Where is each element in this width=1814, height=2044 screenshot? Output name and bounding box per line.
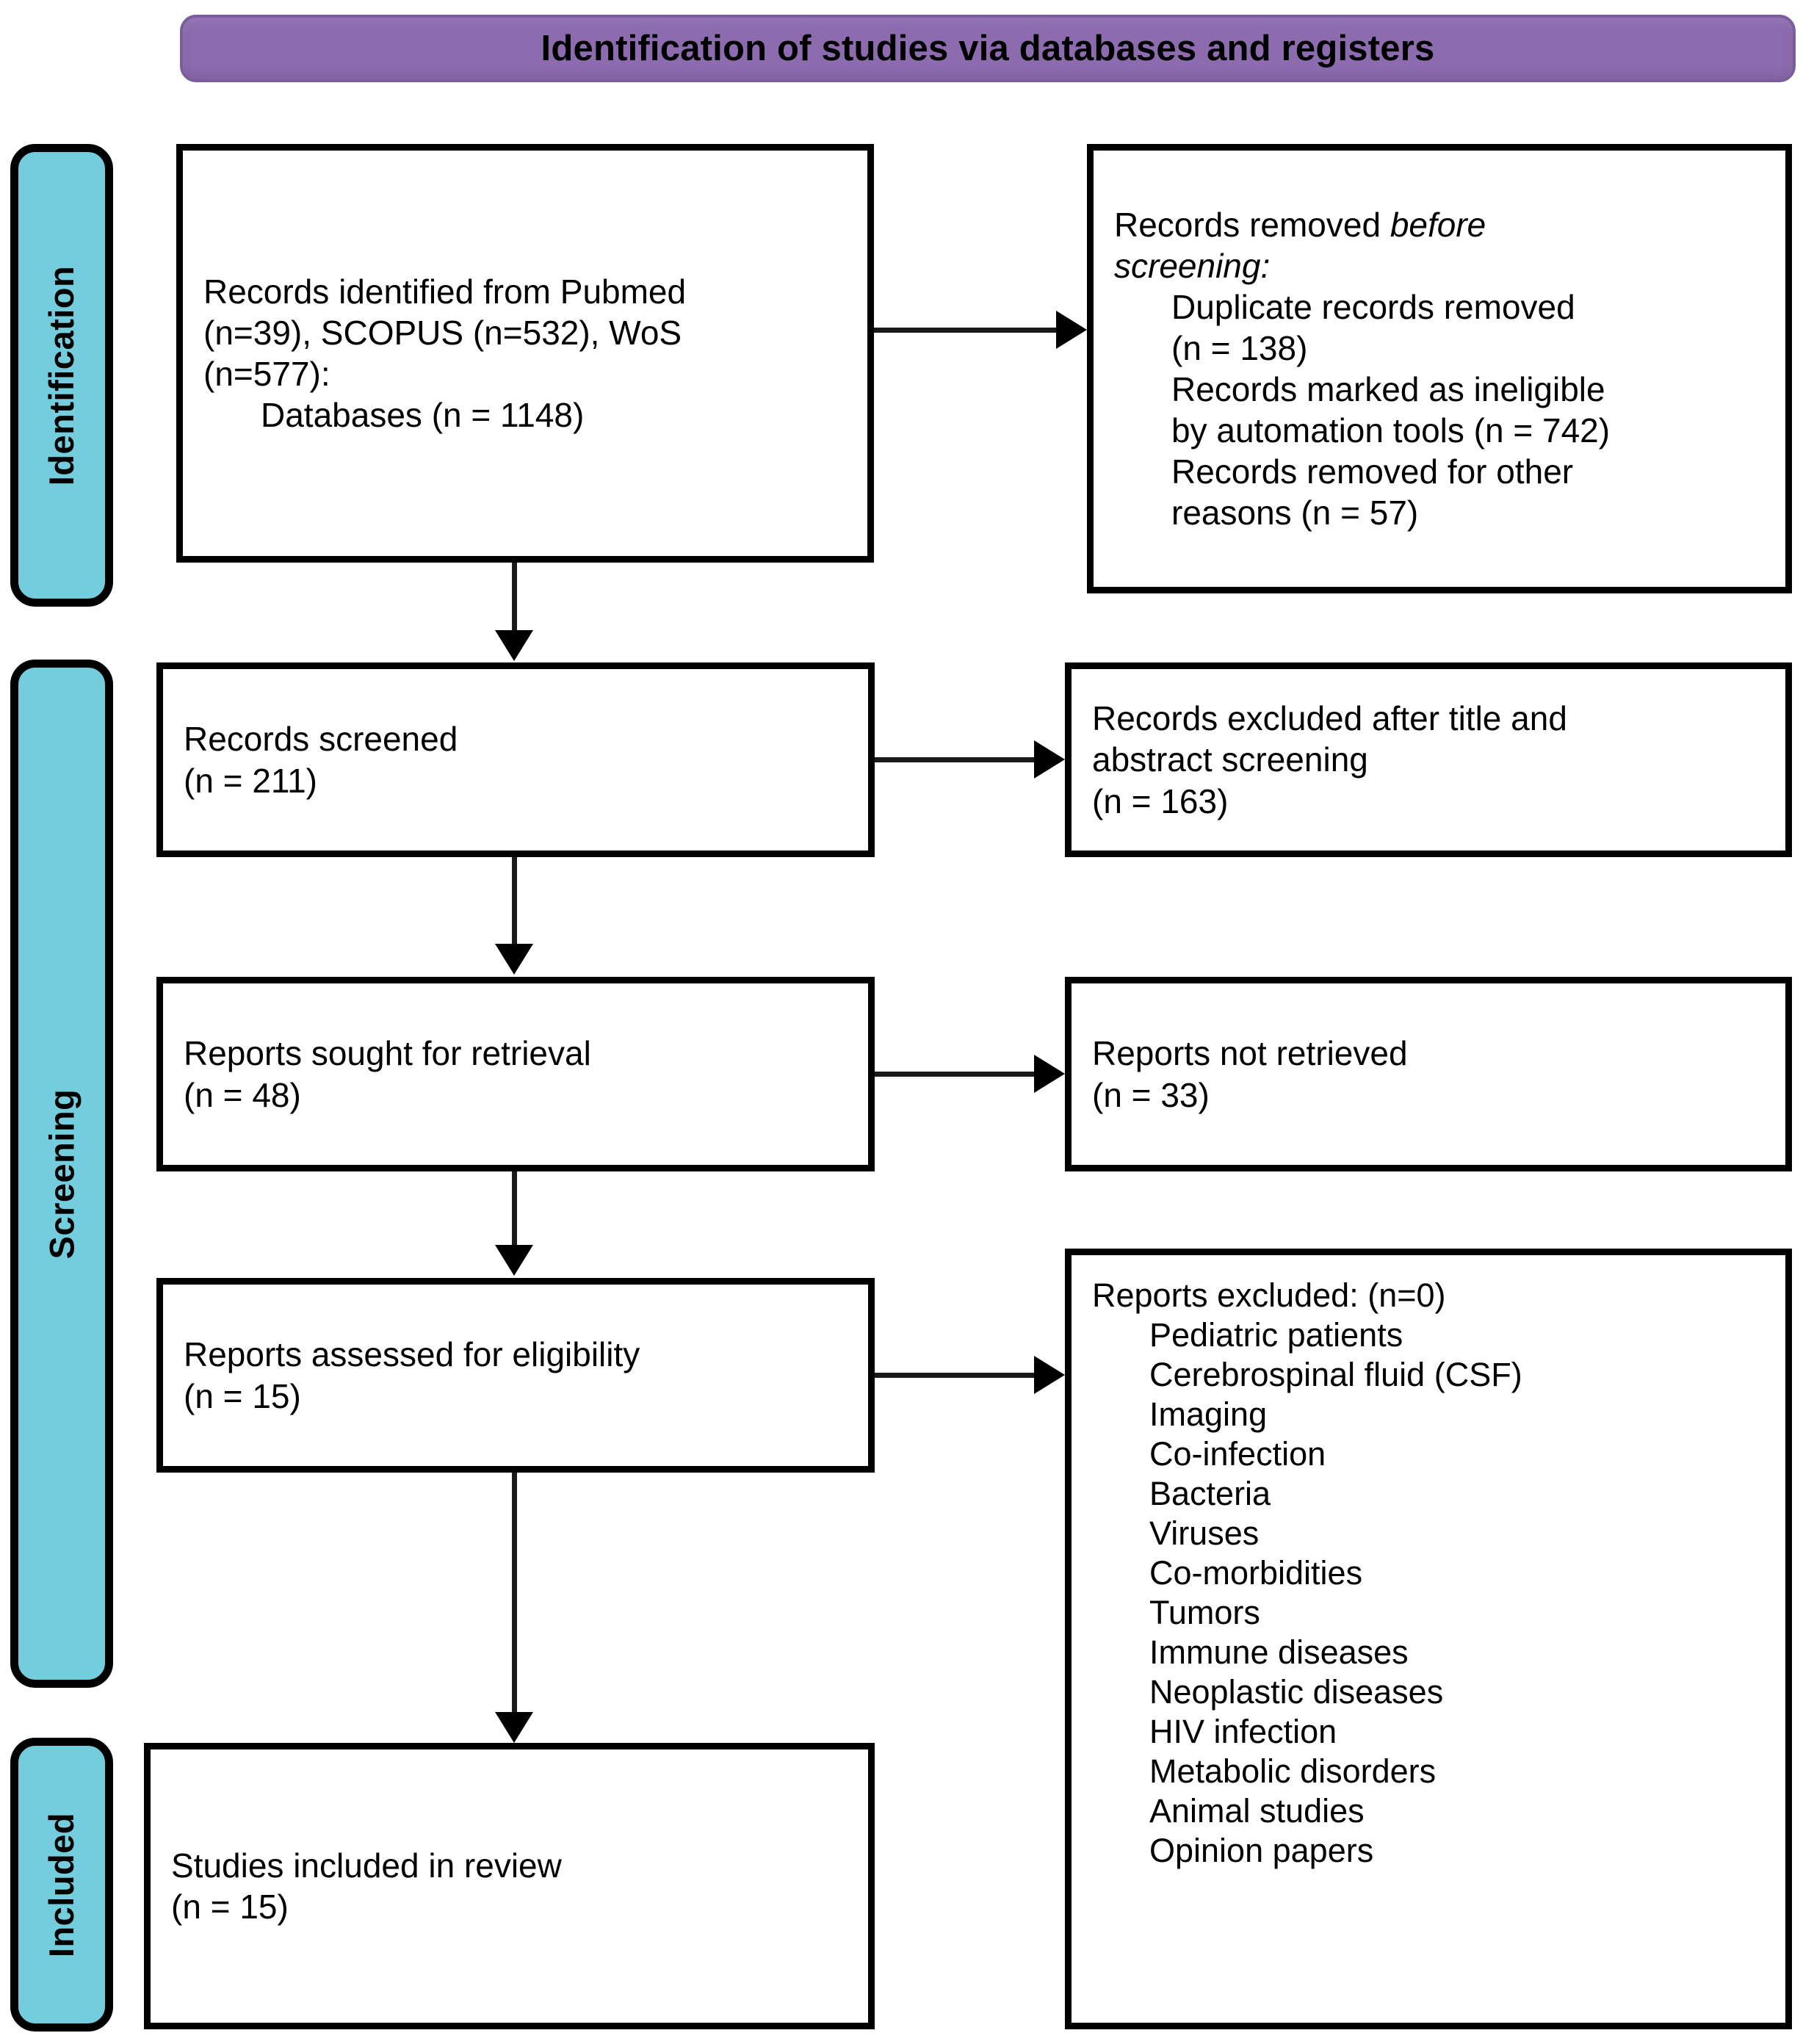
box-reports-assessed-for-eligibility: Reports assessed for eligibility (n = 15… — [156, 1278, 875, 1473]
lead-italic: before — [1390, 205, 1486, 244]
arrowhead-right-icon — [1034, 1356, 1065, 1394]
box-reports-assessed-text: Reports assessed for eligibility (n = 15… — [163, 1334, 868, 1416]
line: (n = 15) — [171, 1888, 289, 1926]
box-records-screened: Records screened (n = 211) — [156, 662, 875, 857]
box-studies-included-in-review: Studies included in review (n = 15) — [144, 1743, 875, 2029]
stage-bar-screening: Screening — [10, 660, 113, 1688]
line: Records marked as ineligible — [1171, 370, 1605, 408]
box-records-removed-before-screening: Records removed before screening: Duplic… — [1087, 144, 1792, 593]
arrowhead-down-icon — [495, 944, 533, 975]
arrowhead-right-icon — [1056, 311, 1087, 349]
arrowhead-down-icon — [495, 1245, 533, 1276]
stage-label-screening: Screening — [42, 1088, 82, 1259]
line: screening: — [1114, 246, 1271, 285]
stage-bar-included: Included — [10, 1738, 113, 2032]
box-records-excluded-title-abstract: Records excluded after title and abstrac… — [1065, 662, 1792, 857]
box-reports-excluded-reasons: Reports excluded: (n=0) Pediatric patien… — [1065, 1249, 1792, 2029]
connector-screened-to-excluded — [875, 757, 1036, 762]
exclusion-reason: Viruses — [1149, 1514, 1260, 1552]
line: Duplicate records removed — [1171, 287, 1575, 326]
connector-sought-to-assessed — [512, 1171, 517, 1248]
stage-bar-identification: Identification — [10, 144, 113, 607]
box-reports-not-retrieved-text: Reports not retrieved (n = 33) — [1072, 1033, 1785, 1115]
box-records-identified: Records identified from Pubmed (n=39), S… — [176, 144, 874, 563]
box-records-excluded-title-abstract-text: Records excluded after title and abstrac… — [1072, 698, 1785, 821]
line: (n = 211) — [184, 761, 317, 800]
line-heading: Reports excluded: (n=0) — [1092, 1276, 1446, 1314]
exclusion-reason: Animal studies — [1149, 1792, 1365, 1830]
connector-identified-to-removed — [874, 328, 1058, 333]
line: (n=577): — [203, 355, 330, 393]
connector-assessed-to-included — [512, 1473, 517, 1715]
line: Records removed for other — [1171, 452, 1574, 491]
line: abstract screening — [1092, 740, 1368, 779]
exclusion-reason: Bacteria — [1149, 1475, 1271, 1512]
arrowhead-right-icon — [1034, 740, 1065, 779]
line: Records identified from Pubmed — [203, 272, 687, 311]
box-records-removed-text: Records removed before screening: Duplic… — [1094, 204, 1785, 534]
exclusion-reason: Co-morbidities — [1149, 1554, 1363, 1592]
diagram-header-banner: Identification of studies via databases … — [180, 15, 1796, 82]
line: Reports assessed for eligibility — [184, 1335, 640, 1374]
line: (n = 48) — [184, 1075, 301, 1114]
line: (n=39), SCOPUS (n=532), WoS — [203, 313, 682, 352]
line: Reports sought for retrieval — [184, 1034, 591, 1073]
box-records-screened-text: Records screened (n = 211) — [163, 718, 868, 801]
exclusion-reason: Tumors — [1149, 1594, 1260, 1631]
page-title: Identification of studies via databases … — [541, 29, 1435, 68]
line: (n = 15) — [184, 1376, 301, 1415]
line: Databases (n = 1148) — [261, 396, 585, 435]
line: Records screened — [184, 720, 458, 759]
box-reports-sought-text: Reports sought for retrieval (n = 48) — [163, 1033, 868, 1115]
box-reports-sought-for-retrieval: Reports sought for retrieval (n = 48) — [156, 977, 875, 1171]
connector-assessed-to-excluded-list — [875, 1373, 1036, 1378]
line: Records removed before — [1114, 204, 1765, 245]
line: by automation tools (n = 742) — [1171, 411, 1611, 450]
line: (n = 138) — [1171, 328, 1308, 367]
stage-label-included: Included — [42, 1812, 82, 1957]
exclusion-reason: Neoplastic diseases — [1149, 1673, 1444, 1711]
lead-text: Records removed — [1114, 205, 1390, 244]
line: (n = 33) — [1092, 1075, 1210, 1114]
line: (n = 163) — [1092, 781, 1229, 820]
arrowhead-down-icon — [495, 630, 533, 661]
exclusion-reason: HIV infection — [1149, 1713, 1337, 1750]
connector-screened-to-sought — [512, 857, 517, 947]
arrowhead-right-icon — [1034, 1055, 1065, 1093]
exclusion-reason: Pediatric patients — [1149, 1316, 1403, 1354]
line: Records excluded after title and — [1092, 699, 1567, 738]
exclusion-reason: Co-infection — [1149, 1435, 1326, 1473]
exclusion-reason: Cerebrospinal fluid (CSF) — [1149, 1356, 1522, 1393]
exclusion-reason: Imaging — [1149, 1395, 1268, 1433]
box-records-identified-text: Records identified from Pubmed (n=39), S… — [183, 271, 867, 436]
stage-label-identification: Identification — [42, 265, 82, 485]
line: Reports not retrieved — [1092, 1034, 1408, 1073]
box-reports-excluded-reasons-text: Reports excluded: (n=0) Pediatric patien… — [1072, 1255, 1785, 1871]
connector-sought-to-not-retrieved — [875, 1072, 1036, 1077]
line: reasons (n = 57) — [1171, 494, 1419, 532]
box-studies-included-text: Studies included in review (n = 15) — [151, 1845, 868, 1927]
exclusion-reason: Metabolic disorders — [1149, 1752, 1437, 1790]
line: Studies included in review — [171, 1846, 562, 1885]
box-reports-not-retrieved: Reports not retrieved (n = 33) — [1065, 977, 1792, 1171]
exclusion-reason: Immune diseases — [1149, 1633, 1409, 1671]
arrowhead-down-icon — [495, 1712, 533, 1743]
exclusion-reason: Opinion papers — [1149, 1832, 1374, 1869]
connector-identified-to-screened — [512, 563, 517, 633]
